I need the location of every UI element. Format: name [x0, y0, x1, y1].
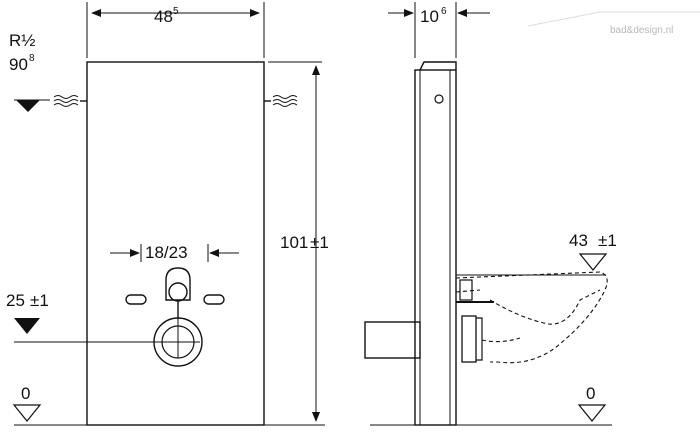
- watermark-text: bad&design.nl: [610, 25, 673, 36]
- water-level-marker-icon: [16, 100, 40, 112]
- spacing-label: 18/23: [145, 243, 188, 262]
- drain-pipe: [364, 321, 421, 359]
- depth-label-sup: 6: [441, 6, 447, 17]
- water-wave-icon: [53, 95, 79, 107]
- front-floor-label: 0: [21, 384, 30, 403]
- connection-height-sup: 8: [29, 53, 35, 64]
- front-view: [12, 2, 325, 426]
- drain-height-label: 25: [6, 291, 25, 310]
- floor-level-marker-icon: [12, 404, 42, 422]
- drain-level-marker-icon: [14, 318, 40, 334]
- water-wave-icon: [272, 95, 298, 107]
- bowl-height-marker-icon: [578, 253, 608, 271]
- connection-height-label: 90: [9, 55, 28, 74]
- toilet-bowl-outline: [455, 271, 608, 364]
- side-floor-label: 0: [586, 384, 595, 403]
- depth-label: 10: [420, 7, 439, 26]
- connection-label: R½: [9, 31, 35, 50]
- side-floor-marker-icon: [577, 404, 607, 422]
- watermark-logo: bad&design.nl: [527, 11, 700, 36]
- width-label-sup: 5: [173, 6, 179, 17]
- height-label: 101: [280, 233, 308, 252]
- bowl-height-label: 43: [569, 231, 588, 250]
- flush-pipe-connector: [168, 282, 188, 302]
- bowl-height-tolerance: ±1: [598, 231, 617, 250]
- drain-height-tolerance: ±1: [30, 291, 49, 310]
- mounting-bolt-left: [125, 294, 147, 305]
- mounting-bolt-right: [203, 294, 225, 305]
- height-tolerance: ±1: [310, 233, 329, 252]
- side-view: [364, 2, 612, 426]
- width-label: 48: [154, 7, 173, 26]
